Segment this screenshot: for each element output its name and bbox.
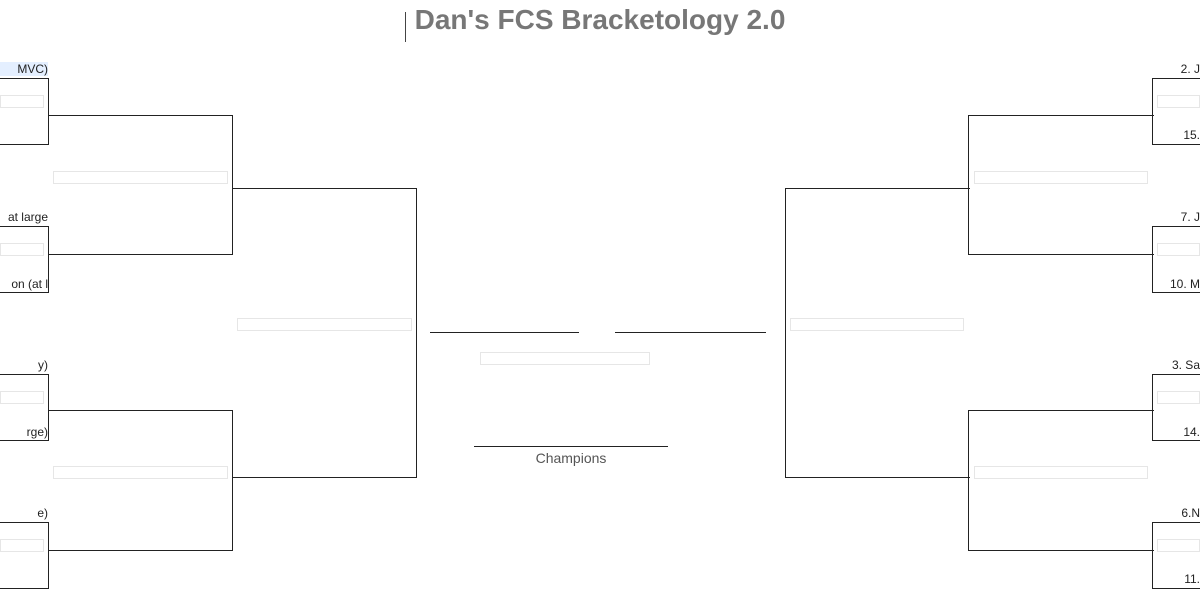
right-r1-slot[interactable] (1157, 391, 1200, 404)
left-r1-line (0, 78, 49, 79)
right-r3-connector (785, 188, 786, 478)
right-r1-slot[interactable] (1157, 243, 1200, 256)
left-r1-connector (48, 374, 49, 441)
right-r2-connector (968, 410, 969, 551)
left-r2-connector (232, 410, 233, 551)
right-r1-slot[interactable] (1157, 95, 1200, 108)
left-team-label-5[interactable]: rge) (26, 425, 48, 439)
left-r1-line (0, 292, 49, 293)
left-r1-line (0, 226, 49, 227)
left-r1-line (0, 588, 49, 589)
right-r1-line (1152, 588, 1200, 589)
right-r1-connector (1152, 374, 1153, 441)
left-r1-slot[interactable] (0, 95, 44, 108)
left-r1-line (0, 374, 49, 375)
right-team-label-2[interactable]: 15. (1183, 128, 1200, 142)
left-r2-slot[interactable] (53, 466, 228, 479)
left-r1-line (0, 522, 49, 523)
right-team-label-6[interactable]: 14. (1183, 425, 1200, 439)
left-r2-line (48, 550, 233, 551)
left-r1-slot[interactable] (0, 243, 44, 256)
final-slot[interactable] (480, 352, 650, 365)
left-finalist-line (430, 332, 579, 333)
left-r1-connector (48, 226, 49, 293)
right-r1-line (1152, 292, 1200, 293)
right-r1-connector (1152, 78, 1153, 145)
right-r3-slot[interactable] (790, 318, 964, 331)
left-r2-slot[interactable] (53, 171, 228, 184)
left-r3-slot[interactable] (237, 318, 412, 331)
right-team-label-3[interactable]: 7. J (1180, 210, 1200, 224)
right-r2-line (968, 410, 1154, 411)
left-team-label-1[interactable]: MVC) (0, 62, 48, 76)
right-r1-connector (1152, 226, 1153, 293)
right-team-label-5[interactable]: 3. Sa (1171, 358, 1200, 372)
right-r1-line (1152, 374, 1200, 375)
right-r2-line (968, 550, 1154, 551)
left-r2-connector (232, 115, 233, 255)
left-r2-line (48, 254, 233, 255)
left-r1-line (0, 144, 49, 145)
left-r3-connector (416, 188, 417, 478)
right-r2-connector (968, 115, 969, 255)
right-team-label-7[interactable]: 6.N (1181, 506, 1200, 520)
right-r2-line (968, 254, 1154, 255)
left-r1-connector (48, 78, 49, 145)
left-r2-line (48, 410, 233, 411)
right-r2-line (968, 115, 1154, 116)
right-r2-slot[interactable] (974, 466, 1148, 479)
right-r3-line (785, 188, 970, 189)
champion-line (474, 446, 668, 447)
left-team-label-2[interactable]: at large (7, 210, 48, 224)
right-team-label-8[interactable]: 11. (1184, 572, 1200, 586)
right-finalist-line (615, 332, 766, 333)
right-r1-line (1152, 226, 1200, 227)
right-r1-line (1152, 144, 1200, 145)
left-r3-line (232, 188, 417, 189)
left-team-label-3[interactable]: on (at l (11, 277, 48, 291)
left-r1-slot[interactable] (0, 539, 44, 552)
left-r2-line (48, 115, 233, 116)
right-r1-slot[interactable] (1157, 539, 1200, 552)
champions-label: Champions (535, 450, 607, 466)
left-r1-line (0, 440, 49, 441)
left-team-label-4[interactable]: y) (38, 358, 48, 372)
text-cursor (405, 12, 406, 42)
right-r3-line (785, 477, 970, 478)
left-r3-line (232, 477, 417, 478)
left-r1-slot[interactable] (0, 391, 44, 404)
left-r1-connector (48, 522, 49, 589)
right-r1-line (1152, 78, 1200, 79)
right-r1-line (1152, 522, 1200, 523)
right-r2-slot[interactable] (974, 171, 1148, 184)
right-r1-connector (1152, 522, 1153, 589)
page-title: Dan's FCS Bracketology 2.0 (414, 4, 786, 35)
right-team-label-1[interactable]: 2. J (1180, 62, 1200, 76)
right-team-label-4[interactable]: 10. M (1169, 277, 1200, 291)
left-team-label-6[interactable]: e) (37, 506, 48, 520)
right-r1-line (1152, 440, 1200, 441)
